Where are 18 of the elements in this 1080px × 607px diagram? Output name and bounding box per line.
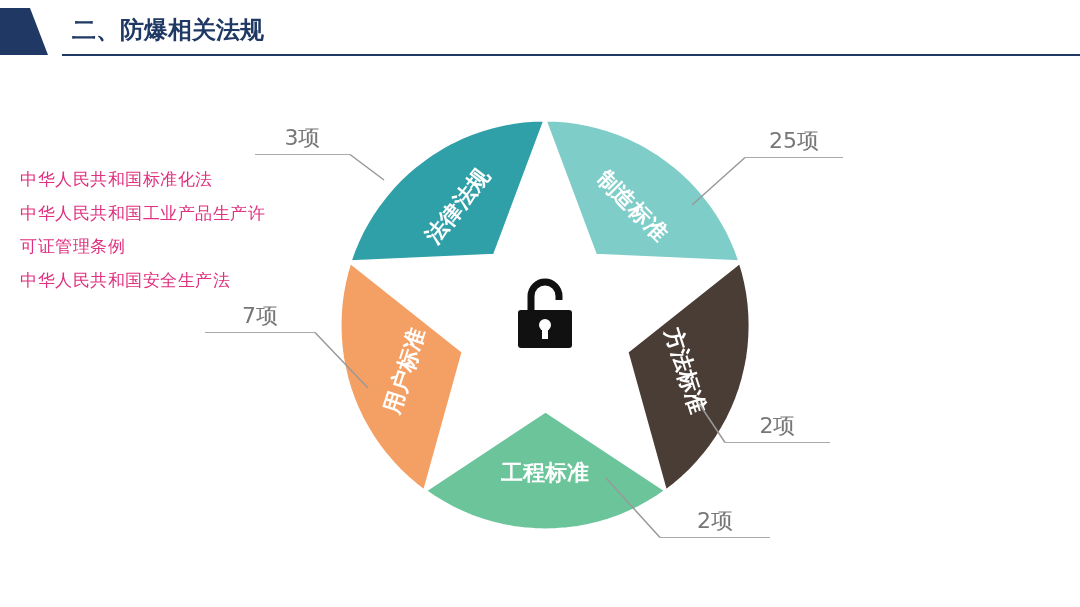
count-label: 25项 bbox=[745, 125, 843, 158]
law-name: 中华人民共和国工业产品生产许可证管理条例 bbox=[20, 202, 266, 258]
leader-line bbox=[691, 156, 746, 206]
law-name: 中华人民共和国标准化法 bbox=[20, 168, 214, 191]
count-label: 7项 bbox=[205, 300, 315, 333]
segment-label: 工程标准 bbox=[501, 458, 589, 487]
leader-line bbox=[605, 477, 661, 539]
slide-title: 二、防爆相关法规 bbox=[72, 15, 264, 46]
leader-line bbox=[349, 153, 385, 181]
segment-label: 制造标准 bbox=[591, 164, 674, 248]
segment-label: 用户标准 bbox=[377, 324, 431, 418]
count-label: 3项 bbox=[255, 122, 350, 155]
segment-label: 方法标准 bbox=[659, 324, 713, 418]
segment-label: 法律法规 bbox=[419, 161, 496, 250]
law-name: 中华人民共和国安全生产法 bbox=[20, 269, 231, 292]
leader-line bbox=[314, 331, 369, 389]
count-label: 2项 bbox=[660, 505, 770, 538]
count-label: 2项 bbox=[725, 410, 830, 443]
